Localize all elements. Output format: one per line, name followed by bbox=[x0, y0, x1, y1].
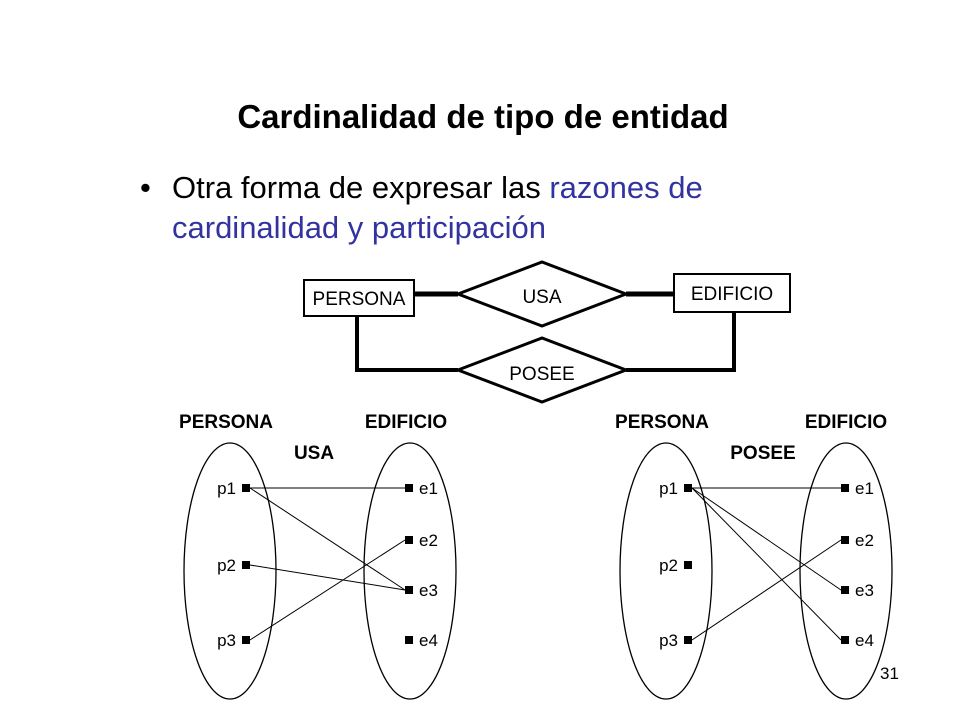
instance-diagram-usa: PERSONA EDIFICIO USA p1 p2 p3 e1 e2 e3 e4 bbox=[179, 412, 457, 700]
element-e2-label: e2 bbox=[855, 531, 874, 550]
entity-persona-box bbox=[303, 279, 415, 317]
element-p3-marker bbox=[242, 636, 250, 644]
set-persona-heading: PERSONA bbox=[615, 412, 709, 433]
entity-edificio-label: EDIFICIO bbox=[691, 284, 773, 305]
entity-persona-label: PERSONA bbox=[313, 289, 406, 310]
bullet-text: Otra forma de expresar las razones de ca… bbox=[172, 168, 852, 248]
element-e4-marker bbox=[841, 636, 849, 644]
element-e2-marker bbox=[841, 536, 849, 544]
persona-set-ellipse bbox=[619, 442, 713, 700]
edificio-set-ellipse bbox=[799, 442, 893, 700]
bullet-text-accent: razones de cardinalidad y participación bbox=[172, 170, 703, 245]
link-p2-e3 bbox=[249, 564, 406, 591]
element-e3-marker bbox=[405, 586, 413, 594]
bullet-marker: • bbox=[140, 170, 151, 205]
element-e1-label: e1 bbox=[855, 479, 874, 498]
element-e3-label: e3 bbox=[855, 581, 874, 600]
element-p3-label: p3 bbox=[659, 631, 678, 650]
set-elements: p1 p2 p3 e1 e2 e3 e4 bbox=[217, 479, 438, 650]
link-p1-e3 bbox=[249, 487, 406, 591]
bullet-text-plain: Otra forma de expresar las bbox=[172, 170, 550, 205]
element-p2-label: p2 bbox=[659, 556, 678, 575]
relationship-usa-diamond bbox=[453, 260, 631, 328]
entity-edificio-box bbox=[673, 273, 791, 313]
link-p1-e4 bbox=[691, 487, 842, 641]
element-e2-label: e2 bbox=[419, 531, 438, 550]
element-e1-marker bbox=[405, 484, 413, 492]
set-persona-heading: PERSONA bbox=[179, 412, 273, 433]
instance-diagram-posee: PERSONA EDIFICIO POSEE p1 p2 p3 e1 e2 e3 e4 bbox=[615, 412, 893, 700]
element-e3-label: e3 bbox=[419, 581, 438, 600]
relationship-usa-label: USA bbox=[522, 287, 561, 308]
element-p2-marker bbox=[242, 561, 250, 569]
relationship-posee-label: POSEE bbox=[509, 364, 574, 385]
page-number: 31 bbox=[880, 664, 899, 683]
element-p1-marker bbox=[242, 484, 250, 492]
element-e1-marker bbox=[841, 484, 849, 492]
element-e3-marker bbox=[841, 586, 849, 594]
element-p1-label: p1 bbox=[217, 479, 236, 498]
element-e2-marker bbox=[405, 536, 413, 544]
element-p3-label: p3 bbox=[217, 631, 236, 650]
edificio-set-ellipse bbox=[363, 442, 457, 700]
link-p3-e2 bbox=[691, 539, 842, 641]
relationship-links bbox=[249, 487, 406, 641]
set-elements: p1 p2 p3 e1 e2 e3 e4 bbox=[659, 479, 874, 650]
er-diagram bbox=[303, 260, 791, 404]
relationship-posee-diamond bbox=[453, 336, 631, 404]
relation-usa-heading: USA bbox=[294, 443, 334, 464]
relation-posee-heading: POSEE bbox=[730, 443, 795, 464]
element-p2-label: p2 bbox=[217, 556, 236, 575]
element-p1-label: p1 bbox=[659, 479, 678, 498]
connector-posee-edificio bbox=[626, 312, 736, 372]
relationship-links bbox=[691, 487, 842, 641]
persona-set-ellipse bbox=[183, 442, 277, 700]
set-edificio-heading: EDIFICIO bbox=[805, 412, 887, 433]
set-edificio-heading: EDIFICIO bbox=[365, 412, 447, 433]
element-e4-label: e4 bbox=[855, 631, 874, 650]
link-p3-e2 bbox=[249, 539, 406, 641]
element-e4-marker bbox=[405, 636, 413, 644]
element-e1-label: e1 bbox=[419, 479, 438, 498]
element-e4-label: e4 bbox=[419, 631, 438, 650]
link-p1-e3 bbox=[691, 487, 842, 591]
element-p2-marker bbox=[684, 561, 692, 569]
connector-persona-posee bbox=[355, 316, 458, 372]
element-p3-marker bbox=[684, 636, 692, 644]
slide-title: Cardinalidad de tipo de entidad bbox=[237, 98, 729, 135]
element-p1-marker bbox=[684, 484, 692, 492]
